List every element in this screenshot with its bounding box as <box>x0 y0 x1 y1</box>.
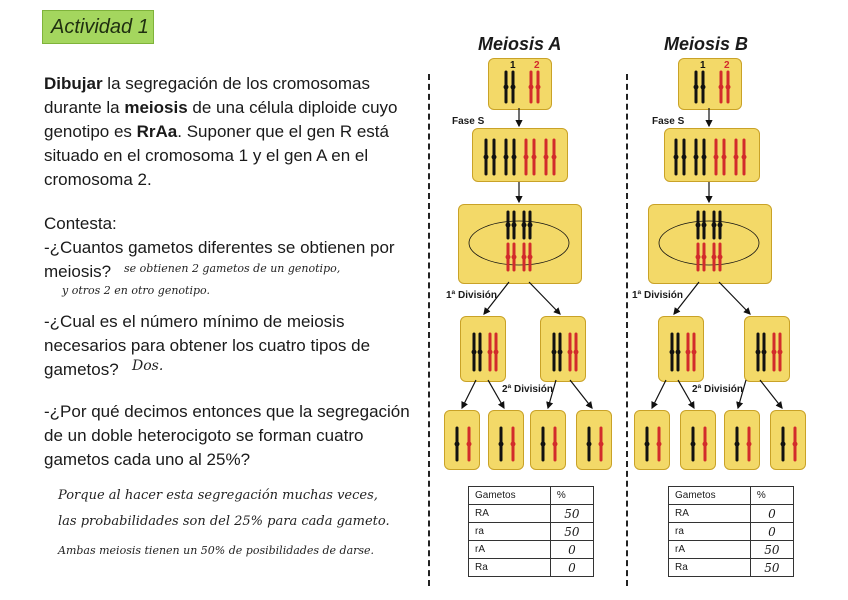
activity-title-text: Actividad 1 <box>51 15 149 38</box>
meiosis-b-title: Meiosis B <box>664 34 749 54</box>
meiosis-b-div2-label: 2ª División <box>692 384 743 395</box>
gamete-percent-cell: 50 <box>749 558 795 577</box>
meiosis-a-div1-label: 1ª División <box>446 290 497 301</box>
main-question-segment: . Suponer que el gen R está situado en e… <box>44 122 389 189</box>
meiosis-a-gamete-3 <box>530 410 566 470</box>
meiosis-b-arrow-4 <box>718 281 751 315</box>
gamete-genotype-cell: ra <box>668 522 751 541</box>
meiosis-b-arrow-8 <box>759 379 783 409</box>
meiosis-b-chromo-label-1: 1 <box>700 60 706 71</box>
main-question-segment: RrAa <box>136 122 178 141</box>
meiosis-a-div2-label: 2ª División <box>502 384 553 395</box>
question-1: Contesta: -¿Cuantos gametos diferentes s… <box>44 212 424 284</box>
question-2-text: -¿Cual es el número mínimo de meiosis ne… <box>44 312 371 379</box>
gamete-percent-cell: 0 <box>749 504 795 523</box>
meiosis-b-chromo-label-2: 2 <box>724 60 730 71</box>
gamete-genotype-cell: rA <box>468 540 551 559</box>
meiosis-a-gamete-2 <box>488 410 524 470</box>
table-header-cell: % <box>749 486 795 505</box>
main-question-segment: meiosis <box>124 98 188 117</box>
meiosis-b-cell-metaphase <box>648 204 772 284</box>
meiosis-b-cell-div1-left <box>658 316 704 382</box>
gamete-percent-cell: 50 <box>749 540 795 559</box>
gamete-percent-cell: 0 <box>749 522 795 541</box>
gamete-genotype-cell: Ra <box>468 558 551 577</box>
meiosis-b-gamete-2 <box>680 410 716 470</box>
main-question-segment: la segregación de los cromosomas durante… <box>44 74 370 117</box>
divider-left <box>428 74 430 586</box>
meiosis-a-cell-div1-left <box>460 316 506 382</box>
question-3-text: -¿Por qué decimos entonces que la segreg… <box>44 402 410 469</box>
answer-1-line-b: y otros 2 en otro genotipo. <box>62 284 210 297</box>
answer-2: Dos. <box>132 358 164 374</box>
meiosis-b-gamete-3 <box>724 410 760 470</box>
meiosis-a-arrow-8 <box>569 379 593 409</box>
main-question: Dibujar la segregación de los cromosomas… <box>44 72 424 192</box>
meiosis-a-gamete-1 <box>444 410 480 470</box>
meiosis-a-gamete-4 <box>576 410 612 470</box>
gamete-percent-cell: 0 <box>549 540 595 559</box>
divider-right <box>626 74 628 586</box>
question-3: -¿Por qué decimos entonces que la segreg… <box>44 400 424 472</box>
meiosis-b-fase-s-label: Fase S <box>652 116 685 127</box>
meiosis-a-arrow-4 <box>528 281 561 315</box>
gamete-percent-cell: 50 <box>549 504 595 523</box>
question-1-text: -¿Cuantos gametos diferentes se obtienen… <box>44 238 395 281</box>
activity-title: Actividad 1 <box>42 10 154 44</box>
meiosis-b-cell-fase-s <box>664 128 760 182</box>
main-question-segment: Dibujar <box>44 74 103 93</box>
meiosis-b-arrow-5 <box>651 379 667 410</box>
question-2: -¿Cual es el número mínimo de meiosis ne… <box>44 310 424 382</box>
contesta-label: Contesta: <box>44 214 117 233</box>
handwritten-answer-line-1: Porque al hacer esta segregación muchas … <box>58 488 378 503</box>
meiosis-a-title: Meiosis A <box>478 34 562 54</box>
meiosis-a-cell-fase-s <box>472 128 568 182</box>
gamete-genotype-cell: rA <box>668 540 751 559</box>
meiosis-a-cell-div1-right <box>540 316 586 382</box>
table-header-cell: % <box>549 486 595 505</box>
meiosis-b-cell-div1-right <box>744 316 790 382</box>
answer-1-line-a: se obtienen 2 gametos de un genotipo, <box>124 262 341 275</box>
gamete-genotype-cell: ra <box>468 522 551 541</box>
table-header-cell: Gametos <box>468 486 551 505</box>
meiosis-a-fase-s-label: Fase S <box>452 116 485 127</box>
meiosis-a-cell-metaphase <box>458 204 582 284</box>
meiosis-a-chromo-label-2: 2 <box>534 60 540 71</box>
gamete-genotype-cell: RA <box>668 504 751 523</box>
gamete-genotype-cell: RA <box>468 504 551 523</box>
meiosis-b-div1-label: 1ª División <box>632 290 683 301</box>
gamete-percent-cell: 0 <box>549 558 595 577</box>
table-header-cell: Gametos <box>668 486 751 505</box>
meiosis-a-chromo-label-1: 1 <box>510 60 516 71</box>
meiosis-b-gamete-1 <box>634 410 670 470</box>
gamete-genotype-cell: Ra <box>668 558 751 577</box>
handwritten-answer-line-3: Ambas meiosis tienen un 50% de posibilid… <box>58 544 375 557</box>
meiosis-b-cell-initial <box>678 58 742 110</box>
gamete-percent-cell: 50 <box>549 522 595 541</box>
main-question-segment: de una célula diploide cuyo genotipo es <box>44 98 398 141</box>
meiosis-a-cell-initial <box>488 58 552 110</box>
meiosis-b-gamete-4 <box>770 410 806 470</box>
handwritten-answer-line-2: las probabilidades son del 25% para cada… <box>58 514 390 529</box>
meiosis-a-arrow-5 <box>461 379 477 410</box>
